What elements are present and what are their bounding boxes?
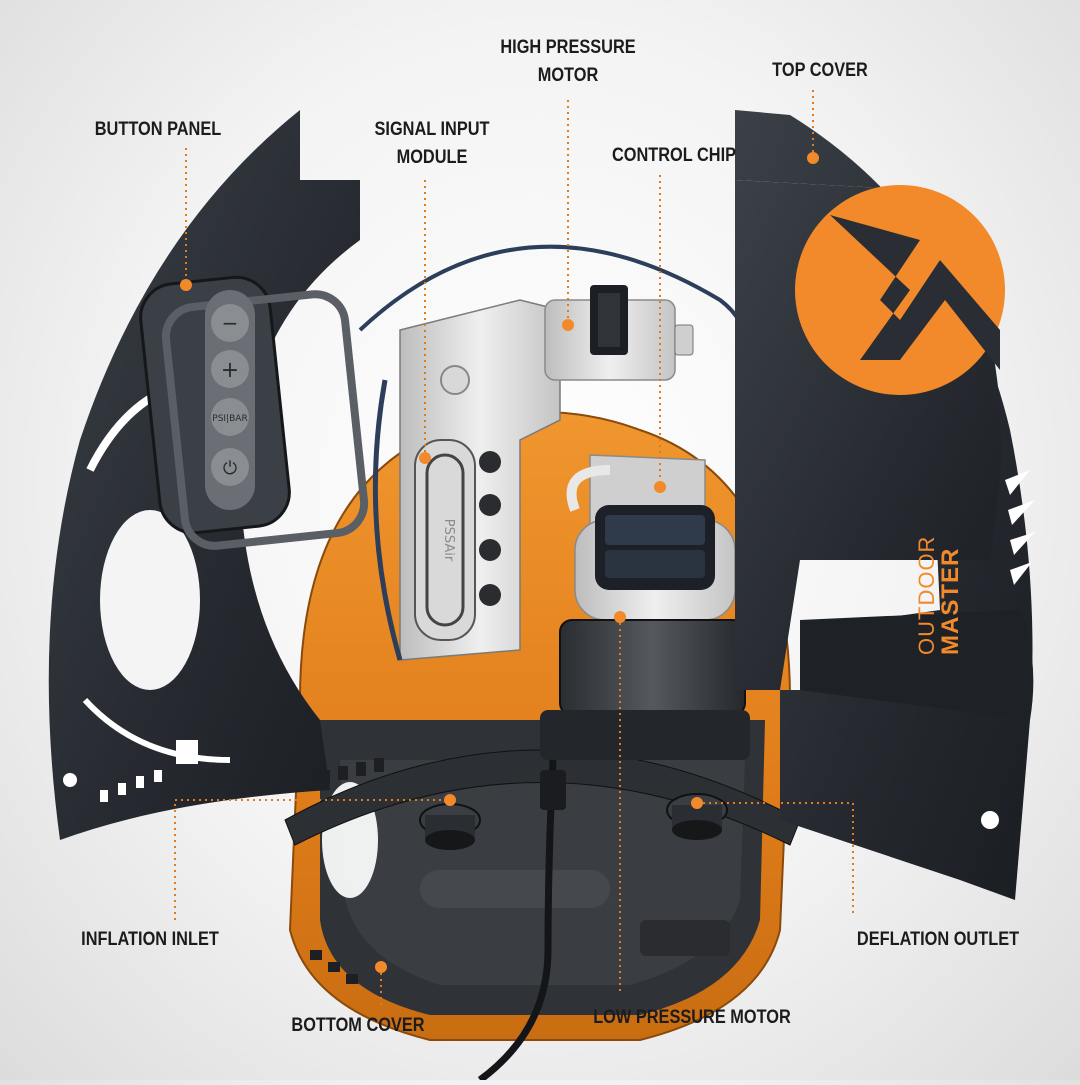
label-low-pressure-motor: LOW PRESSURE MOTOR [593,1004,791,1032]
deflation-outlet-port [666,793,728,840]
power-icon: ⏻ [223,458,237,479]
brand-wordmark: OUTDOOR MASTER [914,505,1035,655]
label-signal-input-module: SIGNAL INPUT MODULE [363,116,501,172]
signal-pressure-text: PSSAir [441,519,456,562]
label-bottom-cover: BOTTOM COVER [281,1012,436,1040]
power-cable [477,759,557,1083]
brand-logo-icon [795,185,1005,395]
label-deflation-outlet-text: DEFLATION OUTLET [856,929,1020,950]
panel-minus-mark: − [222,311,239,335]
label-control-chip: CONTROL CHIP [605,142,743,170]
signal-buttons [479,451,501,606]
label-high-pressure-line2: MOTOR [537,65,599,86]
label-top-cover: TOP COVER [751,57,889,85]
top-cover [735,110,1035,900]
right-shell-teeth [1005,470,1035,585]
panel-psi-bar-mark: PSI|BAR [212,414,247,424]
label-high-pressure-motor: HIGH PRESSURE MOTOR [499,34,637,90]
label-high-pressure-line1: HIGH PRESSURE [500,37,636,58]
label-signal-input-line2: MODULE [396,147,468,168]
brand-line2: MASTER [937,547,964,655]
label-deflation-outlet: DEFLATION OUTLET [852,926,1024,954]
label-inflation-inlet: INFLATION INLET [68,926,231,954]
label-top-cover-text: TOP COVER [772,60,868,81]
dot-low-pressure [614,611,626,623]
inner-arc-frame [284,749,801,846]
leader-inflation-inlet [174,799,450,920]
label-inflation-inlet-text: INFLATION INLET [81,929,219,950]
left-shell-teeth [100,740,198,802]
label-low-pressure-text: LOW PRESSURE MOTOR [593,1007,791,1028]
signal-input-module: PSSAir [372,299,561,661]
dot-signal-input [419,452,431,464]
cable-plug [540,770,566,810]
label-bottom-cover-text: BOTTOM COVER [291,1015,425,1036]
dot-bottom-cover [375,961,387,973]
dot-deflation-outlet [691,797,703,809]
dot-button-panel [180,279,192,291]
label-signal-input-line1: SIGNAL INPUT [374,119,490,140]
label-button-panel-text: BUTTON PANEL [94,119,222,140]
low-pressure-motor [540,505,750,760]
leader-dots [180,152,819,973]
dot-high-pressure [562,319,574,331]
dot-inflation-inlet [444,794,456,806]
label-button-panel: BUTTON PANEL [89,116,227,144]
dot-control-chip [654,481,666,493]
panel-plus-mark: + [221,358,239,383]
inflation-inlet-port [419,803,481,850]
leader-deflation-outlet [697,802,854,915]
brand-line1: OUTDOOR [914,535,939,655]
leader-lines [174,90,854,1005]
button-panel: − + PSI|BAR ⏻ [139,275,369,550]
high-pressure-motor [544,285,694,381]
label-control-chip-text: CONTROL CHIP [611,145,737,166]
dot-top-cover [807,152,819,164]
